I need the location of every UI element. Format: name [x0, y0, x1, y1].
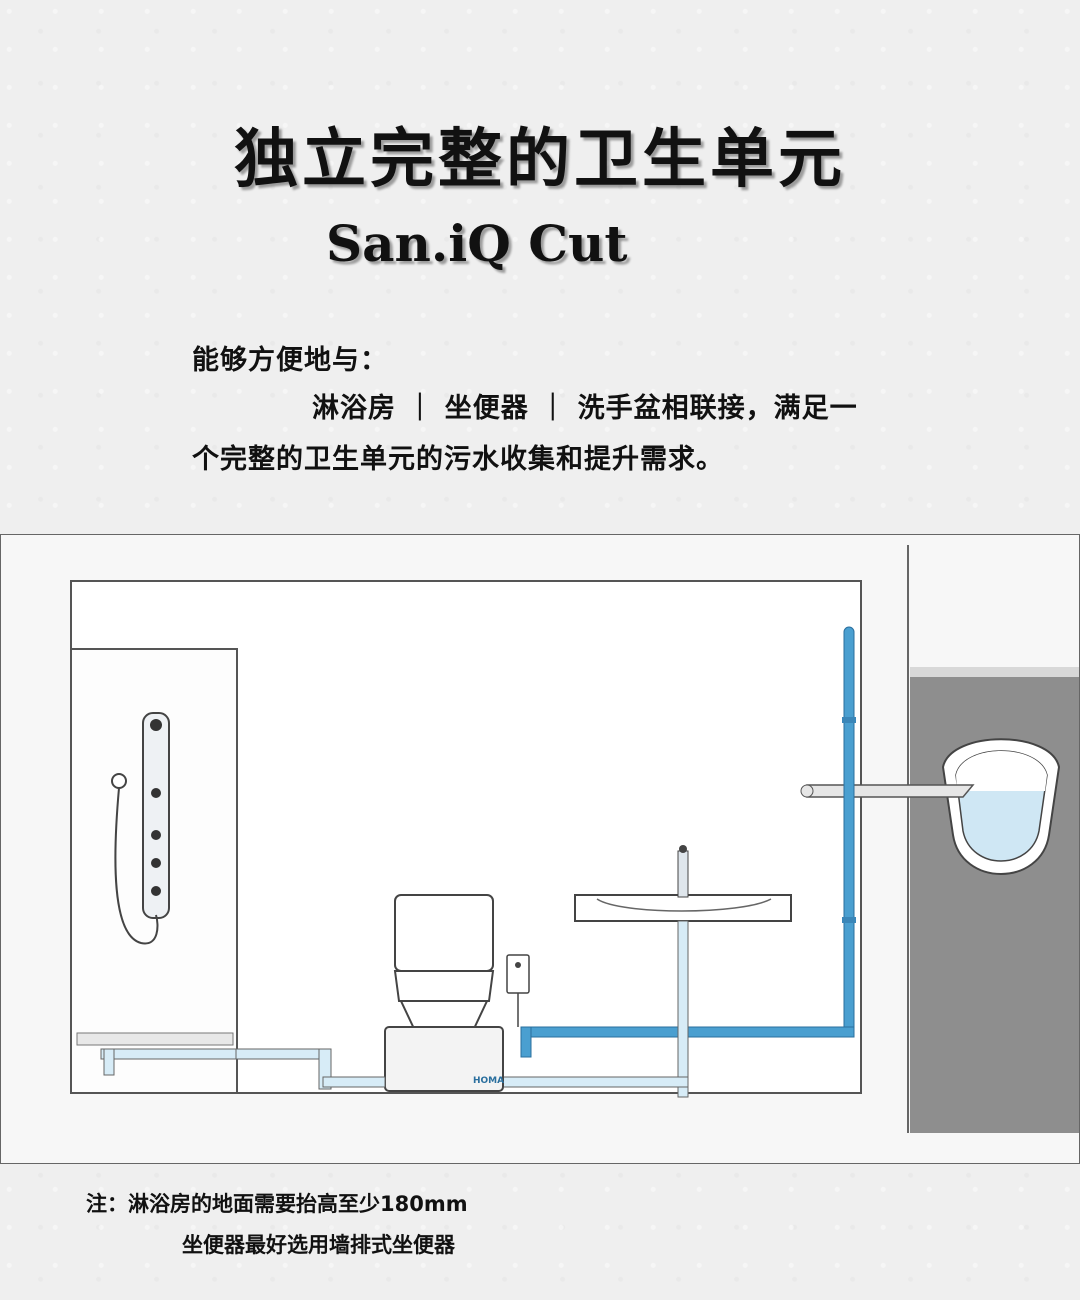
wash-basin-icon: [574, 845, 792, 922]
urinal-icon: [941, 738, 1061, 875]
page-title: 独立完整的卫生单元: [234, 123, 846, 197]
note-line-2: 坐便器最好选用墙排式坐便器: [182, 1233, 455, 1257]
diagram-svg: HOMA: [70, 545, 1079, 1133]
bathroom-installation-diagram: HOMA: [0, 534, 1080, 1164]
riser-pipe: [843, 626, 855, 1038]
note-line-1: 注：淋浴房的地面需要抬高至少180mm: [86, 1192, 468, 1216]
intro-line-3: 个完整的卫生单元的污水收集和提升需求。: [192, 444, 724, 475]
intro-line-2: 淋浴房 ｜ 坐便器 ｜ 洗手盆相联接，满足一: [312, 393, 858, 424]
lifting-pump-unit-icon: HOMA: [384, 1026, 504, 1092]
control-box-icon: [506, 954, 530, 1027]
basin-feed-pipe: [500, 1076, 689, 1088]
device-brand-label: HOMA: [473, 1076, 504, 1086]
toilet-icon: [393, 894, 495, 1036]
urinal-drain-pipe: [806, 784, 975, 798]
intro-line-1: 能够方便地与：: [192, 345, 388, 376]
product-name: San.iQ Cut: [326, 214, 628, 273]
shower-drain-pipe: [100, 1048, 386, 1090]
shower-tray: [76, 1032, 234, 1046]
shower-panel-icon: [111, 712, 170, 945]
basin-drain-pipe: [677, 920, 689, 1098]
